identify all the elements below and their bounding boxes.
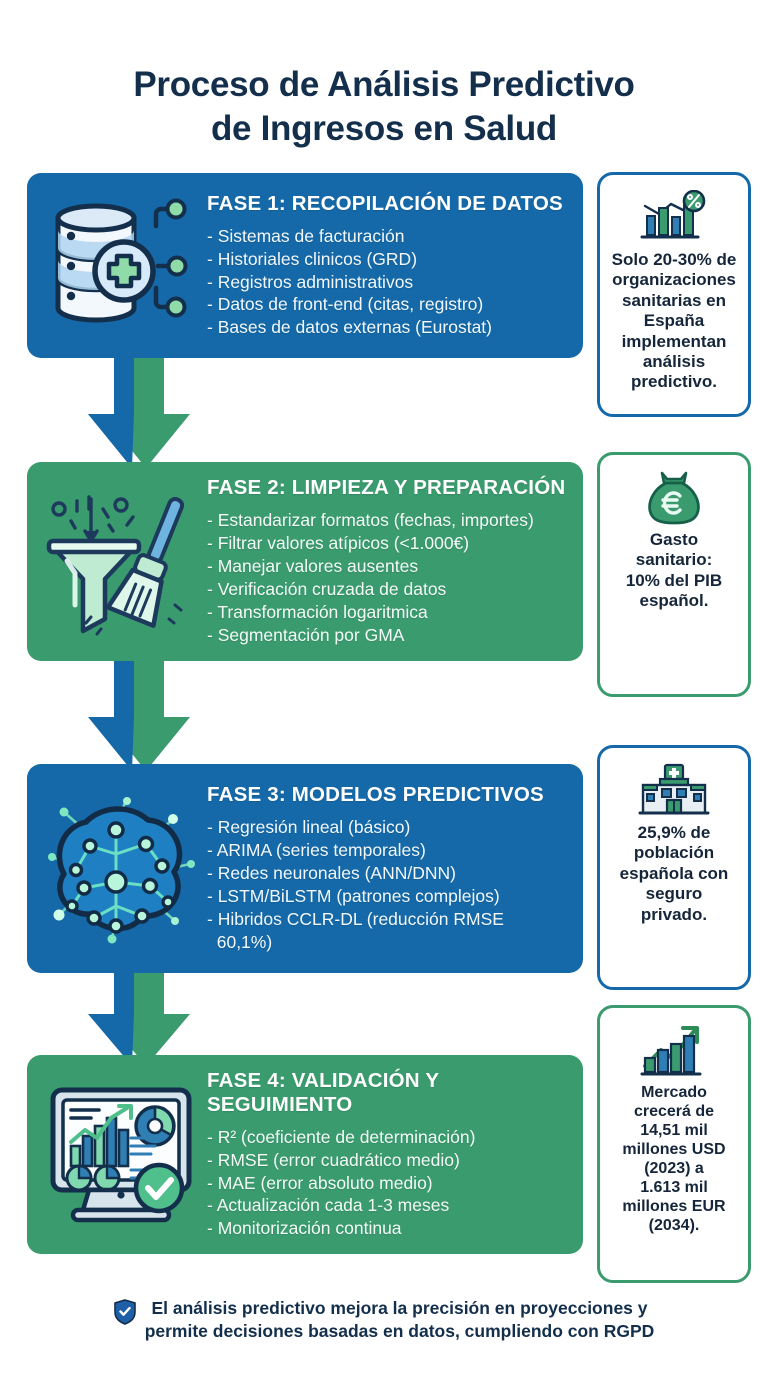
hospital-building-icon — [638, 761, 710, 819]
phase-1-body: FASE 1: RECOPILACIÓN DE DATOS - Sistemas… — [205, 192, 569, 340]
list-item: - Estandarizar formatos (fechas, importe… — [207, 510, 534, 531]
growth-arrow-chart-icon — [639, 1021, 709, 1079]
footer-text: El análisis predictivo mejora la precisi… — [144, 1298, 655, 1342]
database-health-icon — [37, 183, 205, 348]
phase-1-heading: FASE 1: RECOPILACIÓN DE DATOS — [207, 191, 563, 215]
page-title-line-2: de Ingresos en Salud — [210, 108, 558, 148]
stat-card-3: 25,9% de población española con seguro p… — [597, 745, 751, 990]
list-item: - Historiales clinicos (GRD) — [207, 248, 418, 269]
shield-check-icon — [113, 1299, 136, 1330]
page-title-line-1: Proceso de Análisis Predictivo — [133, 65, 635, 105]
list-item: - Datos de front-end (citas, registro) — [207, 294, 484, 315]
bar-chart-percent-icon — [639, 188, 709, 246]
list-item: - Sistemas de facturación — [207, 225, 405, 246]
phase-2-body: FASE 2: LIMPIEZA Y PREPARACIÓN - Estanda… — [205, 476, 569, 647]
list-item: - MAE (error absoluto medio) — [207, 1172, 433, 1193]
list-item: - Transformación logaritmica — [207, 601, 428, 622]
phase-3-body: FASE 3: MODELOS PREDICTIVOS - Regresión … — [205, 783, 569, 954]
list-item: - Hibridos CCLR-DL (reducción RMSE 60,1%… — [207, 908, 504, 952]
connector-arrow-3 — [78, 958, 198, 1068]
list-item: - RMSE (error cuadrático medio) — [207, 1149, 460, 1170]
list-item: - Registros administrativos — [207, 271, 414, 292]
list-item: - Bases de datos externas (Eurostat) — [207, 317, 492, 338]
phase-4-body: FASE 4: VALIDACIÓN Y SEGUIMIENTO - R² (c… — [205, 1069, 569, 1241]
stat-1-text: Solo 20-30% de organizaciones sanitarias… — [611, 250, 737, 392]
list-item: - Monitorización continua — [207, 1218, 402, 1239]
list-item: - Verificación cruzada de datos — [207, 579, 447, 599]
phase-4-list: - R² (coeficiente de determinación) - RM… — [207, 1126, 569, 1241]
connector-arrow-1 — [78, 352, 198, 470]
stat-card-4: Mercado crecerá de 14,51 mil millones US… — [597, 1005, 751, 1283]
stat-4-text: Mercado crecerá de 14,51 mil millones US… — [622, 1084, 726, 1235]
list-item: - LSTM/BiLSTM (patrones complejos) — [207, 886, 500, 906]
money-bag-euro-icon — [645, 468, 703, 526]
phase-4-heading: FASE 4: VALIDACIÓN Y SEGUIMIENTO — [207, 1068, 439, 1116]
stat-3-text: 25,9% de población española con seguro p… — [619, 823, 729, 924]
list-item: - R² (coeficiente de determinación) — [207, 1126, 476, 1147]
phase-card-1: FASE 1: RECOPILACIÓN DE DATOS - Sistemas… — [27, 173, 583, 358]
list-item: - ARIMA (series temporales) — [207, 840, 426, 861]
phase-3-list: - Regresión lineal (básico) - ARIMA (ser… — [207, 816, 569, 954]
funnel-broom-icon — [37, 472, 205, 651]
phase-3-heading: FASE 3: MODELOS PREDICTIVOS — [207, 783, 544, 807]
list-item: - Manejar valores ausentes — [207, 556, 419, 577]
phase-1-list: - Sistemas de facturación - Historiales … — [207, 225, 569, 340]
list-item: - Regresión lineal (básico) — [207, 817, 411, 838]
stat-card-2: Gasto sanitario: 10% del PIB español. — [597, 452, 751, 697]
neural-brain-icon — [37, 774, 205, 963]
footer-note: El análisis predictivo mejora la precisi… — [0, 1297, 768, 1343]
stat-card-1: Solo 20-30% de organizaciones sanitarias… — [597, 172, 751, 417]
page-title: Proceso de Análisis Predictivo de Ingres… — [0, 63, 768, 150]
list-item: - Redes neuronales (ANN/DNN) — [207, 863, 456, 884]
phase-2-heading: FASE 2: LIMPIEZA Y PREPARACIÓN — [207, 476, 566, 500]
dashboard-check-icon — [37, 1065, 205, 1244]
connector-arrow-2 — [78, 655, 198, 773]
stat-2-text: Gasto sanitario: 10% del PIB español. — [625, 530, 723, 611]
phase-2-list: - Estandarizar formatos (fechas, importe… — [207, 509, 569, 647]
list-item: - Segmentación por GMA — [207, 624, 405, 645]
list-item: - Filtrar valores atípicos (<1.000€) — [207, 533, 470, 554]
phase-card-4: FASE 4: VALIDACIÓN Y SEGUIMIENTO - R² (c… — [27, 1055, 583, 1254]
list-item: - Actualización cada 1-3 meses — [207, 1195, 450, 1216]
phase-card-3: FASE 3: MODELOS PREDICTIVOS - Regresión … — [27, 764, 583, 973]
phase-card-2: FASE 2: LIMPIEZA Y PREPARACIÓN - Estanda… — [27, 462, 583, 661]
